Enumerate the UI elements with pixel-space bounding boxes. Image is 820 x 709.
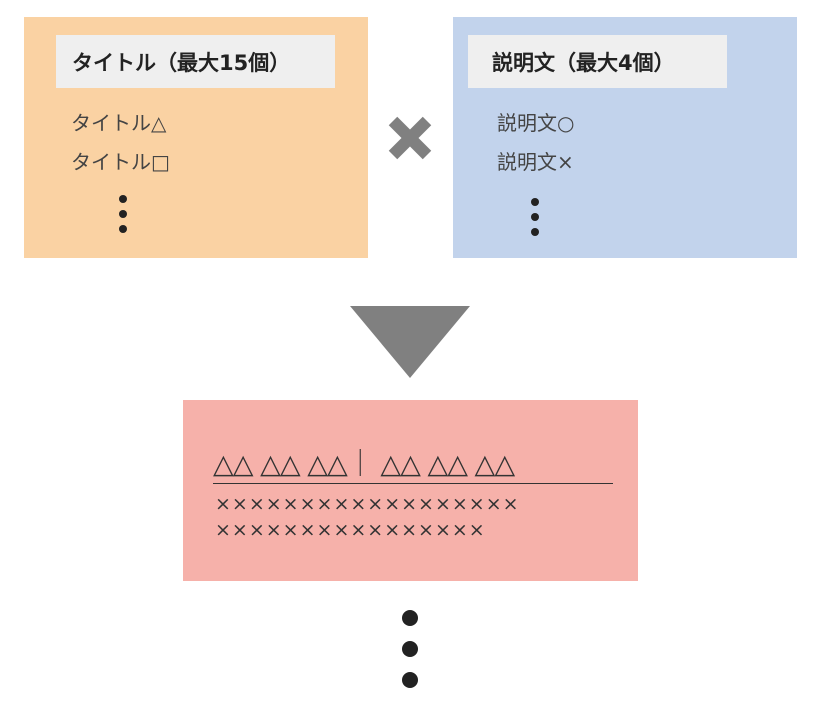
down-arrow-icon: [350, 306, 470, 378]
title-item-2: タイトル□: [71, 150, 170, 174]
combined-ad-description: ×××××××××××××××××× ××××××××××××××××: [215, 491, 615, 543]
more-combinations-ellipsis-icon: [401, 610, 419, 703]
description-item-1: 説明文○: [497, 111, 575, 135]
title-list-header: タイトル（最大15個）: [56, 35, 335, 88]
combined-ad-description-line-2: ××××××××××××××××: [215, 519, 486, 541]
multiply-icon: [388, 116, 432, 160]
title-item-1: タイトル△: [71, 111, 167, 135]
combined-ad-title: △△ △△ △△｜ △△ △△ △△: [213, 442, 613, 484]
description-item-2: 説明文×: [497, 150, 574, 174]
title-list-box: タイトル（最大15個） タイトル△ タイトル□: [24, 17, 368, 258]
description-list-box: 説明文（最大4個） 説明文○ 説明文×: [453, 17, 797, 258]
title-ellipsis-icon: [118, 195, 128, 240]
description-list-header: 説明文（最大4個）: [468, 35, 727, 88]
combined-ad-box: △△ △△ △△｜ △△ △△ △△ ×××××××××××××××××× ××…: [183, 400, 638, 581]
combined-ad-description-line-1: ××××××××××××××××××: [215, 493, 520, 515]
description-ellipsis-icon: [530, 198, 540, 243]
